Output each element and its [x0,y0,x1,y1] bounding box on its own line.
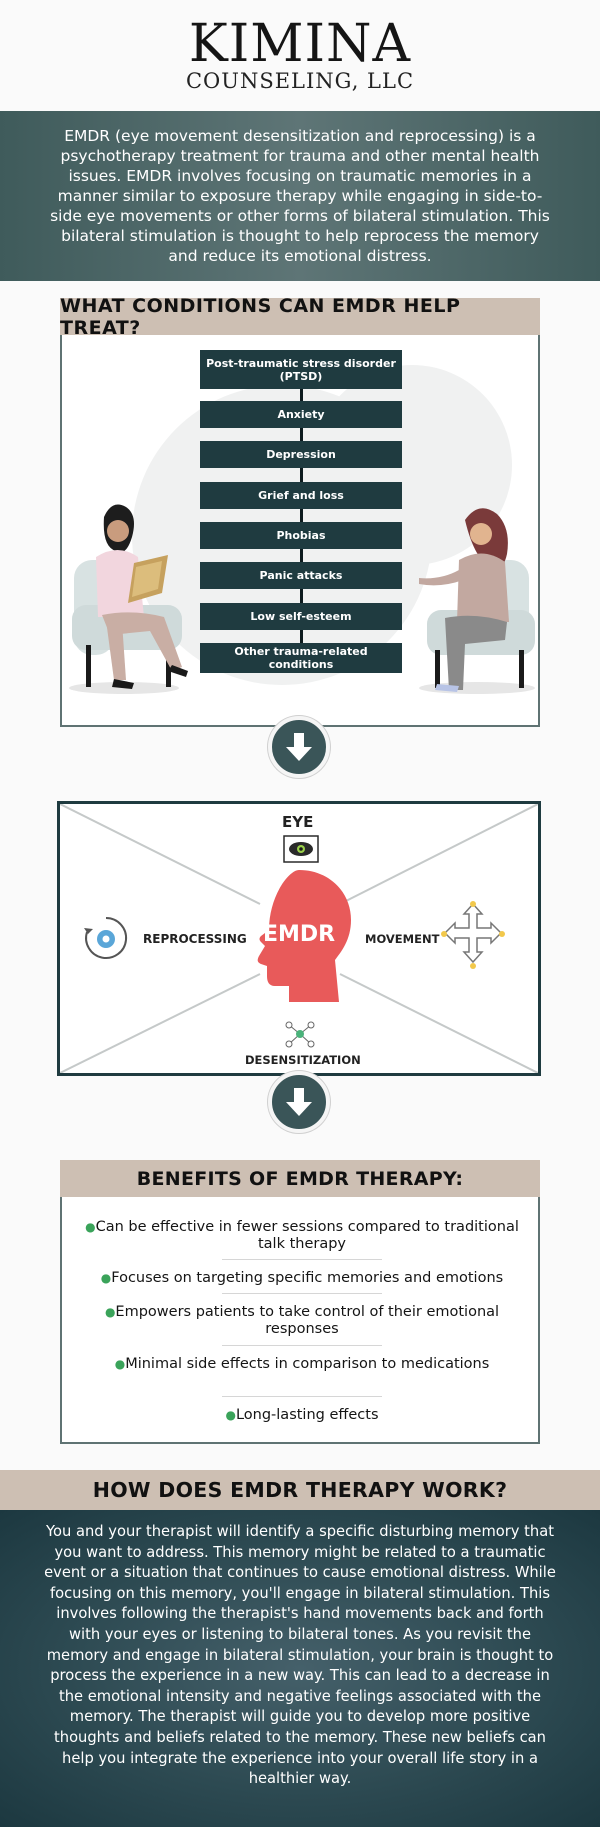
movement-arrows-icon [441,901,505,969]
how-header: HOW DOES EMDR THERAPY WORK? [0,1470,600,1510]
condition-item: Depression [200,441,402,468]
divider [222,1259,382,1260]
condition-item: Grief and loss [200,482,402,509]
intro-banner: EMDR (eye movement desensitization and r… [0,111,600,281]
desensitization-label: DESENSITIZATION [245,1053,361,1067]
benefit-item: ●Empowers patients to take control of th… [104,1304,500,1337]
logo-name: KIMINA [188,14,412,74]
benefit-item: ●Long-lasting effects [225,1407,379,1423]
movement-label: MOVEMENT [365,932,440,946]
head-silhouette-icon: EMDR [257,870,351,1002]
how-text: You and your therapist will identify a s… [44,1523,556,1788]
benefits-header: BENEFITS OF EMDR THERAPY: [60,1160,540,1197]
logo-subtitle: COUNSELING, LLC [185,69,415,93]
divider [222,1345,382,1346]
conditions-panel: Post-traumatic stress disorder (PTSD) An… [60,335,540,727]
condition-item: Phobias [200,522,402,549]
emdr-diagram: EYE EMDR REPROCESSING MOVEMENT [57,801,541,1076]
condition-item: Panic attacks [200,562,402,589]
logo: KIMINA COUNSELING, LLC [0,18,600,92]
condition-item: Post-traumatic stress disorder (PTSD) [200,350,402,389]
how-body: You and your therapist will identify a s… [0,1510,600,1827]
how-title: HOW DOES EMDR THERAPY WORK? [92,1478,508,1502]
condition-item: Other trauma-related conditions [200,643,402,673]
network-nodes-icon [285,1021,315,1048]
condition-item: Low self-esteem [200,603,402,630]
eye-icon [283,835,319,863]
benefits-panel: ●Can be effective in fewer sessions comp… [60,1197,540,1444]
condition-item: Anxiety [200,401,402,428]
conditions-connector-line [300,355,303,673]
emdr-center-label: EMDR [263,922,335,947]
divider [222,1396,382,1397]
diagram-lines [60,804,538,1073]
benefit-item: ●Focuses on targeting specific memories … [100,1270,504,1286]
benefits-title: BENEFITS OF EMDR THERAPY: [136,1167,464,1190]
therapist-illustration [69,504,188,694]
client-illustration [419,508,535,694]
eye-label: EYE [282,813,314,831]
benefit-item: ●Can be effective in fewer sessions comp… [85,1219,519,1252]
reprocessing-gear-icon [84,916,128,959]
divider [222,1293,382,1294]
intro-text: EMDR (eye movement desensitization and r… [50,127,550,265]
reprocessing-label: REPROCESSING [143,932,247,946]
conditions-title: WHAT CONDITIONS CAN EMDR HELP TREAT? [60,294,461,339]
down-arrow-icon [268,1071,330,1133]
benefit-item: ●Minimal side effects in comparison to m… [114,1356,490,1372]
down-arrow-icon [268,716,330,778]
conditions-header: WHAT CONDITIONS CAN EMDR HELP TREAT? [60,295,540,339]
